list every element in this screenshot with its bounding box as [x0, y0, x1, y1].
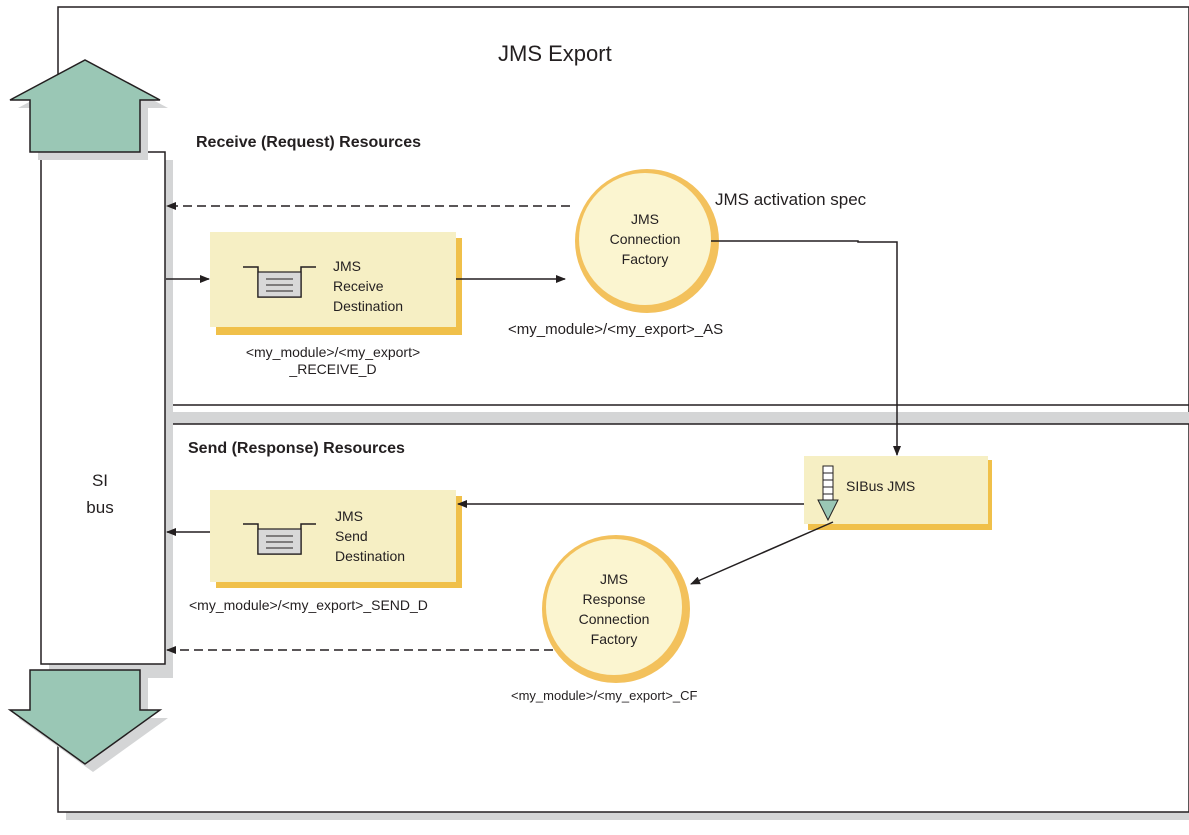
- connectors: [166, 202, 901, 654]
- receive-destination-label: JMS Receive Destination: [333, 258, 404, 314]
- response-connection-factory-circle: [542, 535, 690, 683]
- queue-icon: [243, 523, 316, 555]
- queue-icon: [243, 266, 316, 298]
- si-bus-label: SI bus: [86, 471, 114, 517]
- receive-section-frame: [58, 404, 1189, 424]
- response-connection-factory-label: JMS Response Connection Factory: [578, 571, 650, 647]
- bus-up-arrow: [9, 59, 168, 160]
- sibus-jms-box: [804, 456, 992, 530]
- si-bus-column: [40, 151, 173, 678]
- connection-factory-jndi: <my_module>/<my_export>_AS: [508, 321, 724, 338]
- arrow-sibus-to-response-factory: [690, 521, 834, 585]
- receive-destination-jndi: <my_module>/<my_export> _RECEIVE_D: [245, 344, 421, 377]
- send-destination-jndi: <my_module>/<my_export>_SEND_D: [189, 597, 428, 613]
- bus-down-arrow: [7, 669, 168, 772]
- connection-factory-label: JMS Connection Factory: [609, 211, 681, 267]
- send-section-label: Send (Response) Resources: [188, 440, 405, 457]
- sibus-jms-label: SIBus JMS: [846, 478, 916, 494]
- sibus-icon: [817, 465, 839, 522]
- receive-destination-box: [210, 232, 462, 335]
- activation-spec-label: JMS activation spec: [715, 190, 867, 209]
- response-connection-factory-jndi: <my_module>/<my_export>_CF: [511, 688, 698, 703]
- send-destination-label: JMS Send Destination: [335, 508, 406, 564]
- receive-section-label: Receive (Request) Resources: [196, 134, 421, 151]
- diagram-title: JMS Export: [498, 41, 612, 66]
- connection-factory-circle: [575, 169, 719, 313]
- send-destination-box: [210, 490, 462, 588]
- activation-spec-connector: [711, 240, 901, 456]
